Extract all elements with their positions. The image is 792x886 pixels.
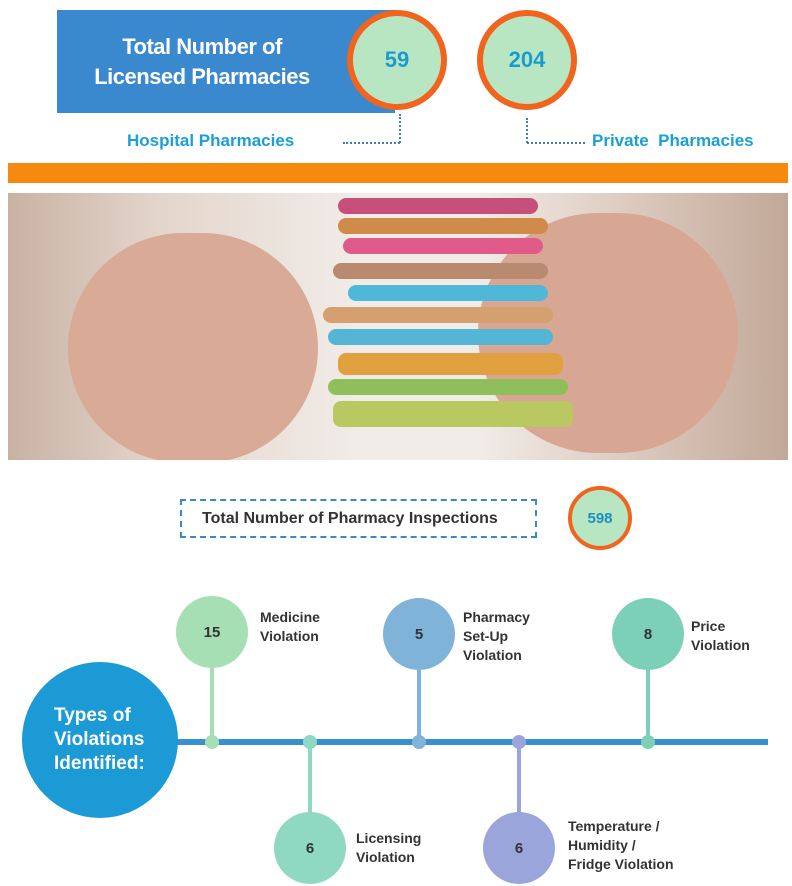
connector-line bbox=[399, 114, 401, 143]
node-stem bbox=[646, 670, 650, 742]
licensed-pharmacies-title-box: Total Number of Licensed Pharmacies bbox=[57, 10, 395, 113]
hospital-pharmacies-label: Hospital Pharmacies bbox=[127, 131, 295, 150]
temperature-violation-label: Temperature / Humidity / Fridge Violatio… bbox=[568, 818, 674, 872]
violations-title-circle: Types of Violations Identified: bbox=[22, 662, 178, 818]
inspections-label-box: Total Number of Pharmacy Inspections bbox=[180, 499, 537, 538]
medicine-violation-count: 15 bbox=[176, 596, 248, 668]
node-joint bbox=[641, 735, 655, 749]
connector-line bbox=[343, 142, 400, 144]
inspections-label: Total Number of Pharmacy Inspections bbox=[202, 509, 498, 527]
node-joint bbox=[512, 735, 526, 749]
hospital-pharmacies-count: 59 bbox=[347, 10, 447, 110]
licensed-pharmacies-title: Total Number of Licensed Pharmacies bbox=[94, 33, 310, 89]
licensing-violation-count: 6 bbox=[274, 812, 346, 884]
node-joint bbox=[412, 735, 426, 749]
setup-violation-label: Pharmacy Set-Up Violation bbox=[463, 609, 530, 663]
node-joint bbox=[205, 735, 219, 749]
node-stem bbox=[517, 742, 521, 814]
medicine-photo bbox=[8, 193, 788, 460]
node-stem bbox=[308, 742, 312, 814]
timeline-line bbox=[175, 739, 768, 745]
violations-title: Types of Violations Identified: bbox=[54, 705, 145, 774]
node-stem bbox=[210, 668, 214, 742]
price-violation-count: 8 bbox=[612, 598, 684, 670]
orange-divider bbox=[8, 163, 788, 183]
private-pharmacies-label: Private Pharmacies bbox=[592, 131, 754, 150]
connector-line bbox=[527, 142, 585, 144]
node-joint bbox=[303, 735, 317, 749]
setup-violation-count: 5 bbox=[383, 598, 455, 670]
connector-line bbox=[526, 118, 528, 143]
inspections-count: 598 bbox=[568, 486, 632, 550]
node-stem bbox=[417, 670, 421, 742]
medicine-violation-label: Medicine Violation bbox=[260, 609, 320, 644]
temperature-violation-count: 6 bbox=[483, 812, 555, 884]
price-violation-label: Price Violation bbox=[691, 618, 750, 653]
private-pharmacies-count: 204 bbox=[477, 10, 577, 110]
licensing-violation-label: Licensing Violation bbox=[356, 830, 422, 865]
